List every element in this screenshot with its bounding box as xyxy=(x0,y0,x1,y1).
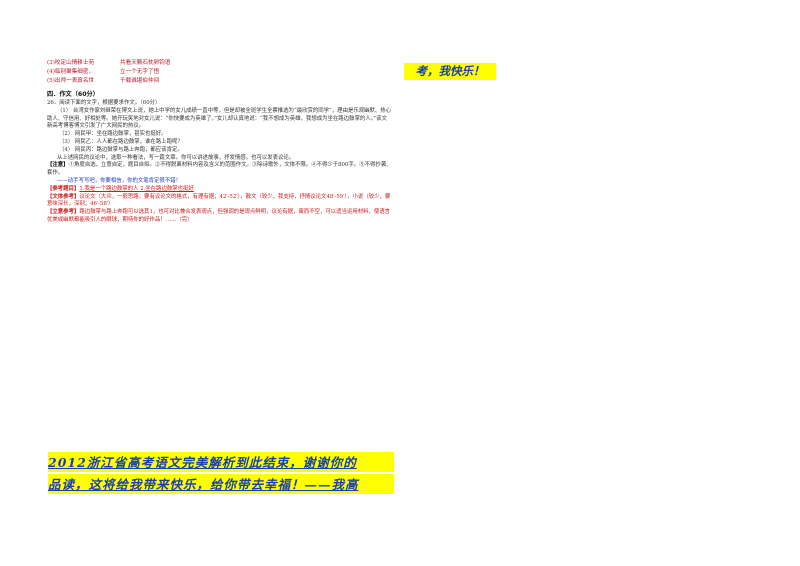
notice-label: 【注意】 xyxy=(47,162,69,169)
poem-line-right: 共看天籁石枕卵钧语 xyxy=(120,60,171,66)
poem-line-right: 立一个无字了悟 xyxy=(120,69,160,75)
ref-style-label: 【文体参考】 xyxy=(47,193,80,200)
ref-title-paragraph: 【参考题目】1.我是一个路边鼓掌的人 2.坐在路边鼓掌也挺好 xyxy=(47,186,392,194)
poem-line-left: (5)出师一表真名世 xyxy=(47,78,95,84)
ref-title-text: 1.我是一个路边鼓掌的人 2.坐在路边鼓掌也挺好 xyxy=(79,185,194,192)
poem-line-left: (3)咬定山情耕士苑 xyxy=(47,60,95,66)
bottom-banner: 2012浙江省高考语文完美解析到此结束，谢谢你的 品读，这将给我带来快乐，给你带… xyxy=(48,452,394,496)
ref-idea-label: 【立意参考】 xyxy=(47,209,80,216)
ref-idea-text: 路边鼓掌与路上奔跑可以选其1，也可对比兼合发表观点，但强调的是观点鲜明，议论有据… xyxy=(47,209,391,223)
notice-paragraph: 【注意】①角度自选，立意自定，题目自拟。②不得脱离材料内容及含义的范围作文。③除… xyxy=(47,162,392,178)
poem-line-right: 千载谁堪伯仲间 xyxy=(120,78,160,84)
option-line: （3） 网民乙：人人都在路边鼓掌，谁在路上跑呢？ xyxy=(59,138,183,145)
poem-line: (3)咬定山情耕士苑 共看天籁石枕卵钧语 xyxy=(47,60,247,69)
section-heading: 四．作文（60分） xyxy=(47,91,99,98)
ref-style-text: 议论文（大众，一般思路，要有议论文的格式，有理有据；42′-52′），散文（较少… xyxy=(47,193,391,208)
notice-text: ①角度自选，立意自定，题目自拟。②不得脱离材料内容及含义的范围作文。③除诗歌外，… xyxy=(47,162,392,177)
question-body: 26．阅读下面的文字，根据要求作文。（60分） （1） 台湾女作家刘继荣在博文上… xyxy=(47,100,392,225)
encourage-text: ——动手写写吧，你要相信，你的文笔肯定很不错！ xyxy=(57,177,181,184)
ref-style-paragraph: 【文体参考】议论文（大众，一般思路，要有议论文的格式，有理有据；42′-52′）… xyxy=(47,194,392,210)
option-line: （4） 网民丙：路边鼓掌与路上奔跑，都应该肯定。 xyxy=(59,146,183,153)
right-banner: 考，我快乐！ xyxy=(404,63,496,80)
question-title: 26．阅读下面的文字，根据要求作文。（60分） xyxy=(47,100,161,106)
poem-lines: (3)咬定山情耕士苑 共看天籁石枕卵钧语 (4)临别聚集细密， 立一个无字了悟 … xyxy=(47,60,247,87)
material-paragraph: （1） 台湾女作家刘继荣在博文上说，她上中学的女儿成绩一直中等，但是却被全班学生… xyxy=(47,107,392,130)
ref-idea-paragraph: 【立意参考】路边鼓掌与路上奔跑可以选其1，也可对比兼合发表观点，但强调的是观点鲜… xyxy=(47,209,392,225)
poem-line-left: (4)临别聚集细密， xyxy=(47,69,95,75)
bottom-banner-line: 品读，这将给我带来快乐，给你带去幸福！——我高 xyxy=(48,474,394,494)
poem-line: (4)临别聚集细密， 立一个无字了悟 xyxy=(47,69,247,78)
instruction-text: 从上述网民的议论中，选取一种看法，写一篇文章。你可以讲述故事，抒发情感，也可以发… xyxy=(57,154,295,161)
bottom-banner-line: 2012浙江省高考语文完美解析到此结束，谢谢你的 xyxy=(48,452,394,472)
poem-line: (5)出师一表真名世 千载谁堪伯仲间 xyxy=(47,78,247,87)
ref-title-label: 【参考题目】 xyxy=(47,185,80,192)
option-line: （2） 网民甲：坐在路边鼓掌，甚实也挺好。 xyxy=(59,131,167,138)
